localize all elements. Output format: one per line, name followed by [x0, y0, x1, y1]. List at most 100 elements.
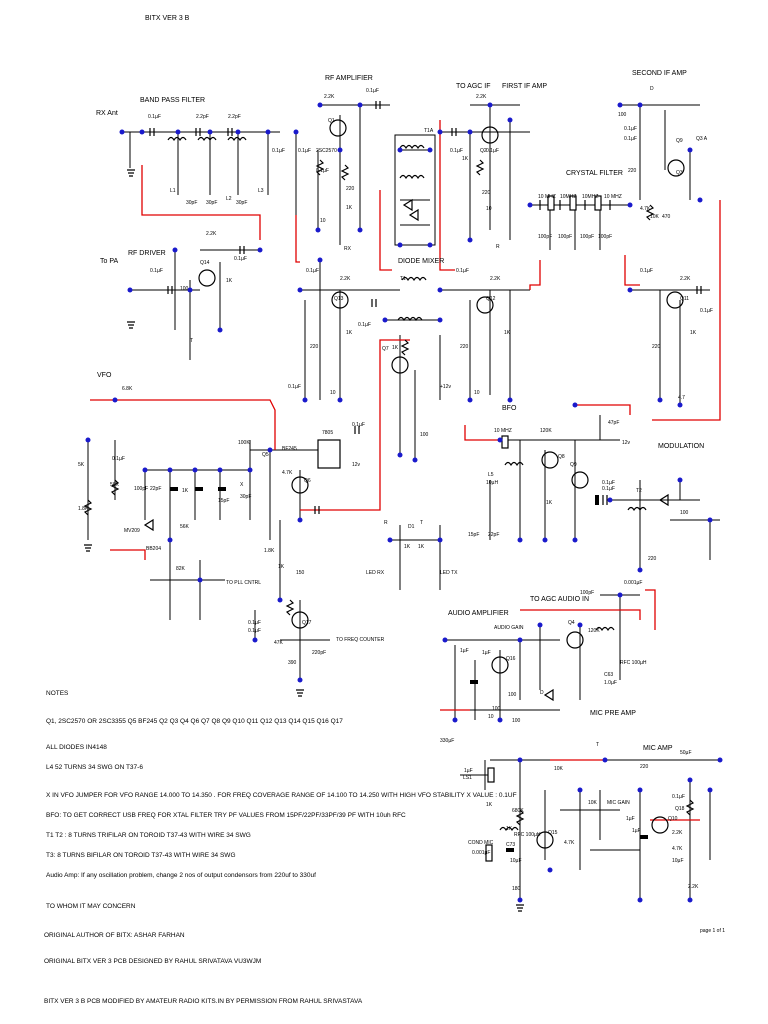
label-first-if-amp: FIRST IF AMP [502, 83, 547, 90]
component-value: 220 [460, 344, 469, 350]
component-value: 0.1µF [352, 422, 365, 428]
component-value: 1K [504, 330, 511, 336]
component-value: 10MHZ [560, 194, 577, 200]
notes-heading: NOTES [46, 690, 69, 697]
component-value: 100 [618, 112, 627, 118]
component-value: 47K [274, 640, 283, 646]
component-value: 4.7K [564, 840, 575, 846]
component-value: 0.1µF [298, 148, 311, 154]
label-diode-mixer: DIODE MIXER [398, 258, 445, 265]
note-diodes: ALL DIODES IN4148 [46, 744, 107, 751]
component-value: 1.8K [78, 506, 89, 512]
schematic-title: BITX VER 3 B [145, 15, 190, 22]
component-value: 1µF [632, 828, 641, 834]
component-value: 12v [622, 440, 631, 446]
label-led-rx: LED RX [366, 570, 385, 576]
component-value: 30pF [236, 200, 248, 206]
component-value: 47pF [608, 420, 620, 426]
component-value: 100pF [538, 234, 553, 240]
component-value: Q3 [676, 170, 683, 176]
component-value: 10µF [672, 858, 684, 864]
component-value: 0.1µF [316, 168, 329, 174]
component-value: 10K [588, 800, 597, 806]
component-value: 1µF [460, 648, 469, 654]
component-value: 1µF [482, 650, 491, 656]
component-value: 0.1µF [248, 628, 261, 634]
component-value: 330µF [440, 738, 455, 744]
component-value: 120K [540, 428, 552, 434]
component-value: 0.1µF [486, 148, 499, 154]
component-value: Q14 [200, 260, 210, 266]
component-value: 470 [662, 214, 671, 220]
component-value: 10 MHZ [494, 428, 512, 434]
component-value: 390 [288, 660, 297, 666]
component-value: 680K [512, 808, 524, 814]
component-value: 0.1µF [640, 268, 653, 274]
label-led-tx: LED TX [440, 570, 458, 576]
component-value: Q9 [570, 462, 577, 468]
component-value: T1 [400, 276, 406, 282]
component-value: Q15 [548, 830, 558, 836]
component-value: L2 [226, 196, 232, 202]
note-original-author: ORIGINAL AUTHOR OF BITX: ASHAR FARHAN [44, 932, 185, 939]
label-to-freq-counter: TO FREQ COUNTER [336, 637, 385, 643]
label-rf-amplifier: RF AMPLIFIER [325, 75, 373, 82]
component-value: D1 [408, 524, 415, 530]
component-value: +12v [440, 384, 451, 390]
component-value: 0.1µF [358, 322, 371, 328]
component-value: T1A [424, 128, 434, 134]
label-to-agc-audio-in: TO AGC AUDIO IN [530, 596, 589, 603]
component-value: 0.1µF [700, 308, 713, 314]
note-modified-by: BITX VER 3 B PCB MODIFIED BY AMATEUR RAD… [44, 998, 363, 1005]
component-value: 100 [680, 510, 689, 516]
component-value: R [384, 520, 388, 526]
component-value: Q13 [334, 296, 344, 302]
component-value: 10µF [510, 858, 522, 864]
component-value: RFC 100µH [620, 660, 647, 666]
label-to-agc-if: TO AGC IF [456, 83, 491, 90]
component-value: Q8 [558, 454, 565, 460]
component-value: 100pF [580, 590, 595, 596]
component-value: 220 [648, 556, 657, 562]
component-value: 220 [482, 190, 491, 196]
component-value: 0.1µF [450, 148, 463, 154]
component-value: 5K [78, 462, 85, 468]
component-value: 100 [492, 706, 501, 712]
component-value: 10 [330, 390, 336, 396]
component-value: 10 MHZ [538, 194, 556, 200]
component-value: 2.2K [476, 94, 487, 100]
component-value: 120K [588, 628, 600, 634]
component-value: T [190, 338, 194, 344]
component-value: 1µF [464, 768, 473, 774]
component-value: 30pF [206, 200, 218, 206]
note-pcb-designer: ORIGINAL BITX VER 3 PCB DESIGNED BY RAHU… [44, 958, 262, 965]
component-value: Q2 [480, 148, 487, 154]
component-value: 0.1µF [112, 456, 125, 462]
label-to-pll-cntrl: TO PLL CNTRL [226, 580, 262, 586]
component-value: 1K [404, 544, 411, 550]
note-audio-amp: Audio Amp: If any oscillation problem, c… [46, 872, 316, 879]
component-value: L5 [488, 472, 494, 478]
component-value: Q7 [382, 346, 389, 352]
component-value: C63 [604, 672, 614, 678]
component-value: 100pF [558, 234, 573, 240]
component-value: 30pF [186, 200, 198, 206]
component-value: Q1 [328, 118, 335, 124]
component-value: 0.1µF [456, 268, 469, 274]
component-value: 1K [506, 826, 513, 832]
component-value: 10MHZ [582, 194, 599, 200]
component-value: 22pF [150, 486, 162, 492]
component-value: 1.0µF [604, 680, 617, 686]
component-value: Q16 [506, 656, 516, 662]
component-value: 0.1µF [248, 620, 261, 626]
component-value: 180 [512, 886, 521, 892]
component-value: 10K [650, 214, 659, 220]
component-value: Q12 [486, 296, 496, 302]
component-value: 220 [628, 168, 637, 174]
note-bfo: BFO: TO GET CORRECT USB FREQ FOR XTAL FI… [46, 812, 406, 819]
label-cond-mic: COND MIC [468, 840, 494, 846]
component-value: 1K [346, 205, 353, 211]
component-value: 1K [462, 156, 469, 162]
label-vfo: VFO [97, 372, 112, 379]
component-value: R [496, 244, 500, 250]
